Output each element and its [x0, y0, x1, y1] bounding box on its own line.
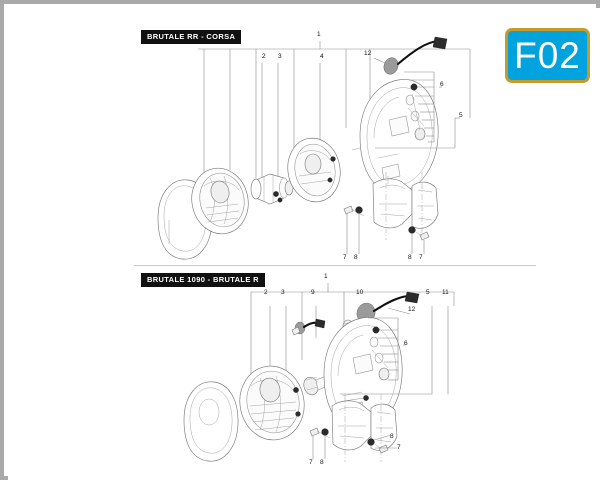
- part-mounting-bracket-top: [372, 172, 439, 240]
- panel-top-leader-lines: [198, 41, 471, 194]
- callout-number: 5: [426, 289, 430, 296]
- callout-number: 8: [354, 254, 358, 261]
- callout-number: 11: [442, 289, 449, 296]
- callout-number: 7: [397, 444, 401, 451]
- part-fasteners-right-top: [408, 226, 430, 254]
- part-reflector-assembly-top: [191, 167, 249, 235]
- callout-number: 12: [408, 306, 416, 313]
- callout-number: 7: [343, 254, 347, 261]
- part-fasteners-right-bottom: [367, 434, 397, 454]
- callout-number: 7: [419, 254, 423, 261]
- part-connector-9-bottom: [291, 318, 326, 336]
- part-hardware-group-6-bottom: [368, 317, 406, 381]
- callout-number: 6: [440, 81, 444, 88]
- exploded-diagram-artwork: [157, 36, 471, 462]
- callout-number: 2: [262, 53, 266, 60]
- part-reflector-assembly-bottom: [239, 365, 305, 441]
- callout-number: 8: [390, 433, 394, 440]
- part-hardware-group-6-top: [404, 71, 442, 143]
- callout-number: 3: [281, 289, 285, 296]
- page-code-badge: F02: [505, 28, 590, 83]
- frame-bracket-5-bottom: [340, 350, 449, 402]
- callout-number: 6: [404, 340, 408, 347]
- callout-number: 1: [317, 31, 321, 38]
- part-fasteners-left-top: [343, 205, 365, 254]
- callout-number: 5: [459, 112, 463, 119]
- part-fasteners-left-bottom: [309, 427, 331, 459]
- callout-number: 3: [278, 53, 282, 60]
- part-connector-12-top: [373, 36, 448, 75]
- part-inner-reflector-top: [287, 137, 341, 203]
- callout-number: 2: [264, 289, 268, 296]
- part-bulb-holder-top: [250, 173, 294, 205]
- callout-number: 8: [320, 459, 324, 466]
- callout-number: 10: [356, 289, 364, 296]
- callout-number: 8: [408, 254, 412, 261]
- callout-number: 4: [320, 53, 324, 60]
- part-headlight-body-top: [351, 79, 439, 193]
- panel-title-bottom: BRUTALE 1090 - BRUTALE R: [141, 273, 265, 287]
- part-mounting-bracket-bottom: [331, 394, 398, 462]
- callout-number: 7: [309, 459, 313, 466]
- frame-bracket-5-top: [375, 104, 471, 149]
- callout-number: 12: [364, 50, 372, 57]
- callout-number: 9: [311, 289, 315, 296]
- diagram-sheet: BRUTALE RR - CORSA BRUTALE 1090 - BRUTAL…: [8, 8, 600, 480]
- part-headlight-lens-cover-bottom: [183, 381, 239, 462]
- callout-number: 1: [324, 273, 328, 280]
- panel-divider: [134, 265, 536, 266]
- panel-title-top: BRUTALE RR - CORSA: [141, 30, 242, 44]
